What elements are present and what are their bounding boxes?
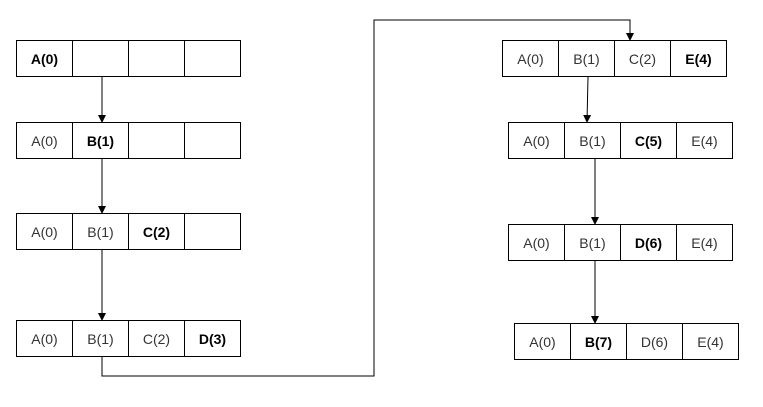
array-cell: E(4)	[676, 224, 733, 261]
array-row-6: A(0) B(1) C(5) E(4)	[508, 122, 733, 159]
array-row-1: A(0)	[16, 40, 241, 77]
array-cell: C(2)	[614, 40, 671, 77]
array-cell: A(0)	[514, 323, 571, 360]
array-row-2: A(0) B(1)	[16, 122, 241, 159]
array-cell: A(0)	[502, 40, 559, 77]
array-cell: A(0)	[508, 122, 565, 159]
array-cell	[184, 213, 241, 250]
array-cell: D(3)	[184, 320, 241, 357]
arrow-row5-to-row6	[583, 76, 592, 123]
array-cell: B(1)	[72, 122, 129, 159]
array-cell	[184, 122, 241, 159]
array-cell: A(0)	[16, 320, 73, 357]
array-cell: B(1)	[72, 213, 129, 250]
array-cell: B(1)	[564, 122, 621, 159]
array-cell	[128, 122, 185, 159]
array-cell: D(6)	[620, 224, 677, 261]
array-cell: E(4)	[682, 323, 739, 360]
array-row-7: A(0) B(1) D(6) E(4)	[508, 224, 733, 261]
array-cell: C(2)	[128, 213, 185, 250]
array-cell: B(1)	[558, 40, 615, 77]
array-cell: D(6)	[626, 323, 683, 360]
array-cell: B(1)	[72, 320, 129, 357]
array-cell: B(7)	[570, 323, 627, 360]
array-cell: A(0)	[16, 122, 73, 159]
array-row-4: A(0) B(1) C(2) D(3)	[16, 320, 241, 357]
array-row-8: A(0) B(7) D(6) E(4)	[514, 323, 739, 360]
array-cell: C(2)	[128, 320, 185, 357]
array-cell: B(1)	[564, 224, 621, 261]
array-cell: E(4)	[676, 122, 733, 159]
array-row-3: A(0) B(1) C(2)	[16, 213, 241, 250]
array-cell	[128, 40, 185, 77]
connector-row4-to-row5	[101, 19, 634, 377]
array-cell: A(0)	[508, 224, 565, 261]
array-cell	[72, 40, 129, 77]
array-cell: C(5)	[620, 122, 677, 159]
array-row-5: A(0) B(1) C(2) E(4)	[502, 40, 727, 77]
array-cell: A(0)	[16, 213, 73, 250]
array-cell: E(4)	[670, 40, 727, 77]
array-cell	[184, 40, 241, 77]
array-cell: A(0)	[16, 40, 73, 77]
